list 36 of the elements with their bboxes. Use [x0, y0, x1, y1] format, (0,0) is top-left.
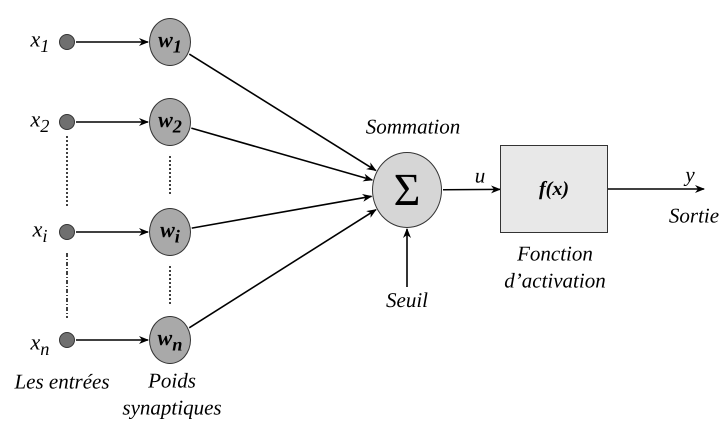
- weight-circle: [149, 208, 191, 256]
- node-caption: Fonction d’activation: [503, 240, 607, 295]
- arrow: [76, 228, 149, 236]
- node-caption: Sommation: [366, 113, 460, 140]
- arrow: [188, 53, 377, 172]
- arrow: [188, 209, 377, 329]
- node-text: Σ: [394, 167, 420, 213]
- node-text: w$_{2}$: [158, 108, 182, 136]
- node-text: f(x): [539, 179, 569, 199]
- input-label: x$_{n}$: [30, 328, 50, 361]
- node-text: w$_{1}$: [158, 28, 182, 56]
- input-dot: [59, 114, 75, 130]
- input-label: x$_{i}$: [32, 215, 48, 248]
- input-dot: [59, 332, 75, 348]
- weight-circle: [149, 316, 191, 364]
- arrow: [403, 228, 411, 287]
- arrow: [608, 185, 705, 193]
- input-dot: [59, 34, 75, 50]
- caption-label: Les entrées: [13, 368, 111, 396]
- arrow: [192, 194, 372, 229]
- arrow: [76, 38, 149, 46]
- threshold-label: Seuil: [379, 287, 435, 313]
- activation-box: [500, 145, 608, 233]
- weight-circle: [149, 18, 191, 66]
- caption-label: Sortie: [668, 202, 720, 230]
- input-label: x$_{2}$: [30, 105, 50, 138]
- arrow: [443, 185, 501, 194]
- arrow: [76, 336, 149, 344]
- arrow: [191, 127, 374, 182]
- input-dot: [59, 224, 75, 240]
- input-label: x$_{1}$: [30, 25, 50, 58]
- caption-label: Poids synaptiques: [121, 368, 223, 422]
- node-text: w$_{n}$: [158, 326, 182, 354]
- node-text: w$_{i}$: [160, 218, 180, 246]
- arrow: [76, 118, 149, 126]
- weight-circle: [149, 98, 191, 146]
